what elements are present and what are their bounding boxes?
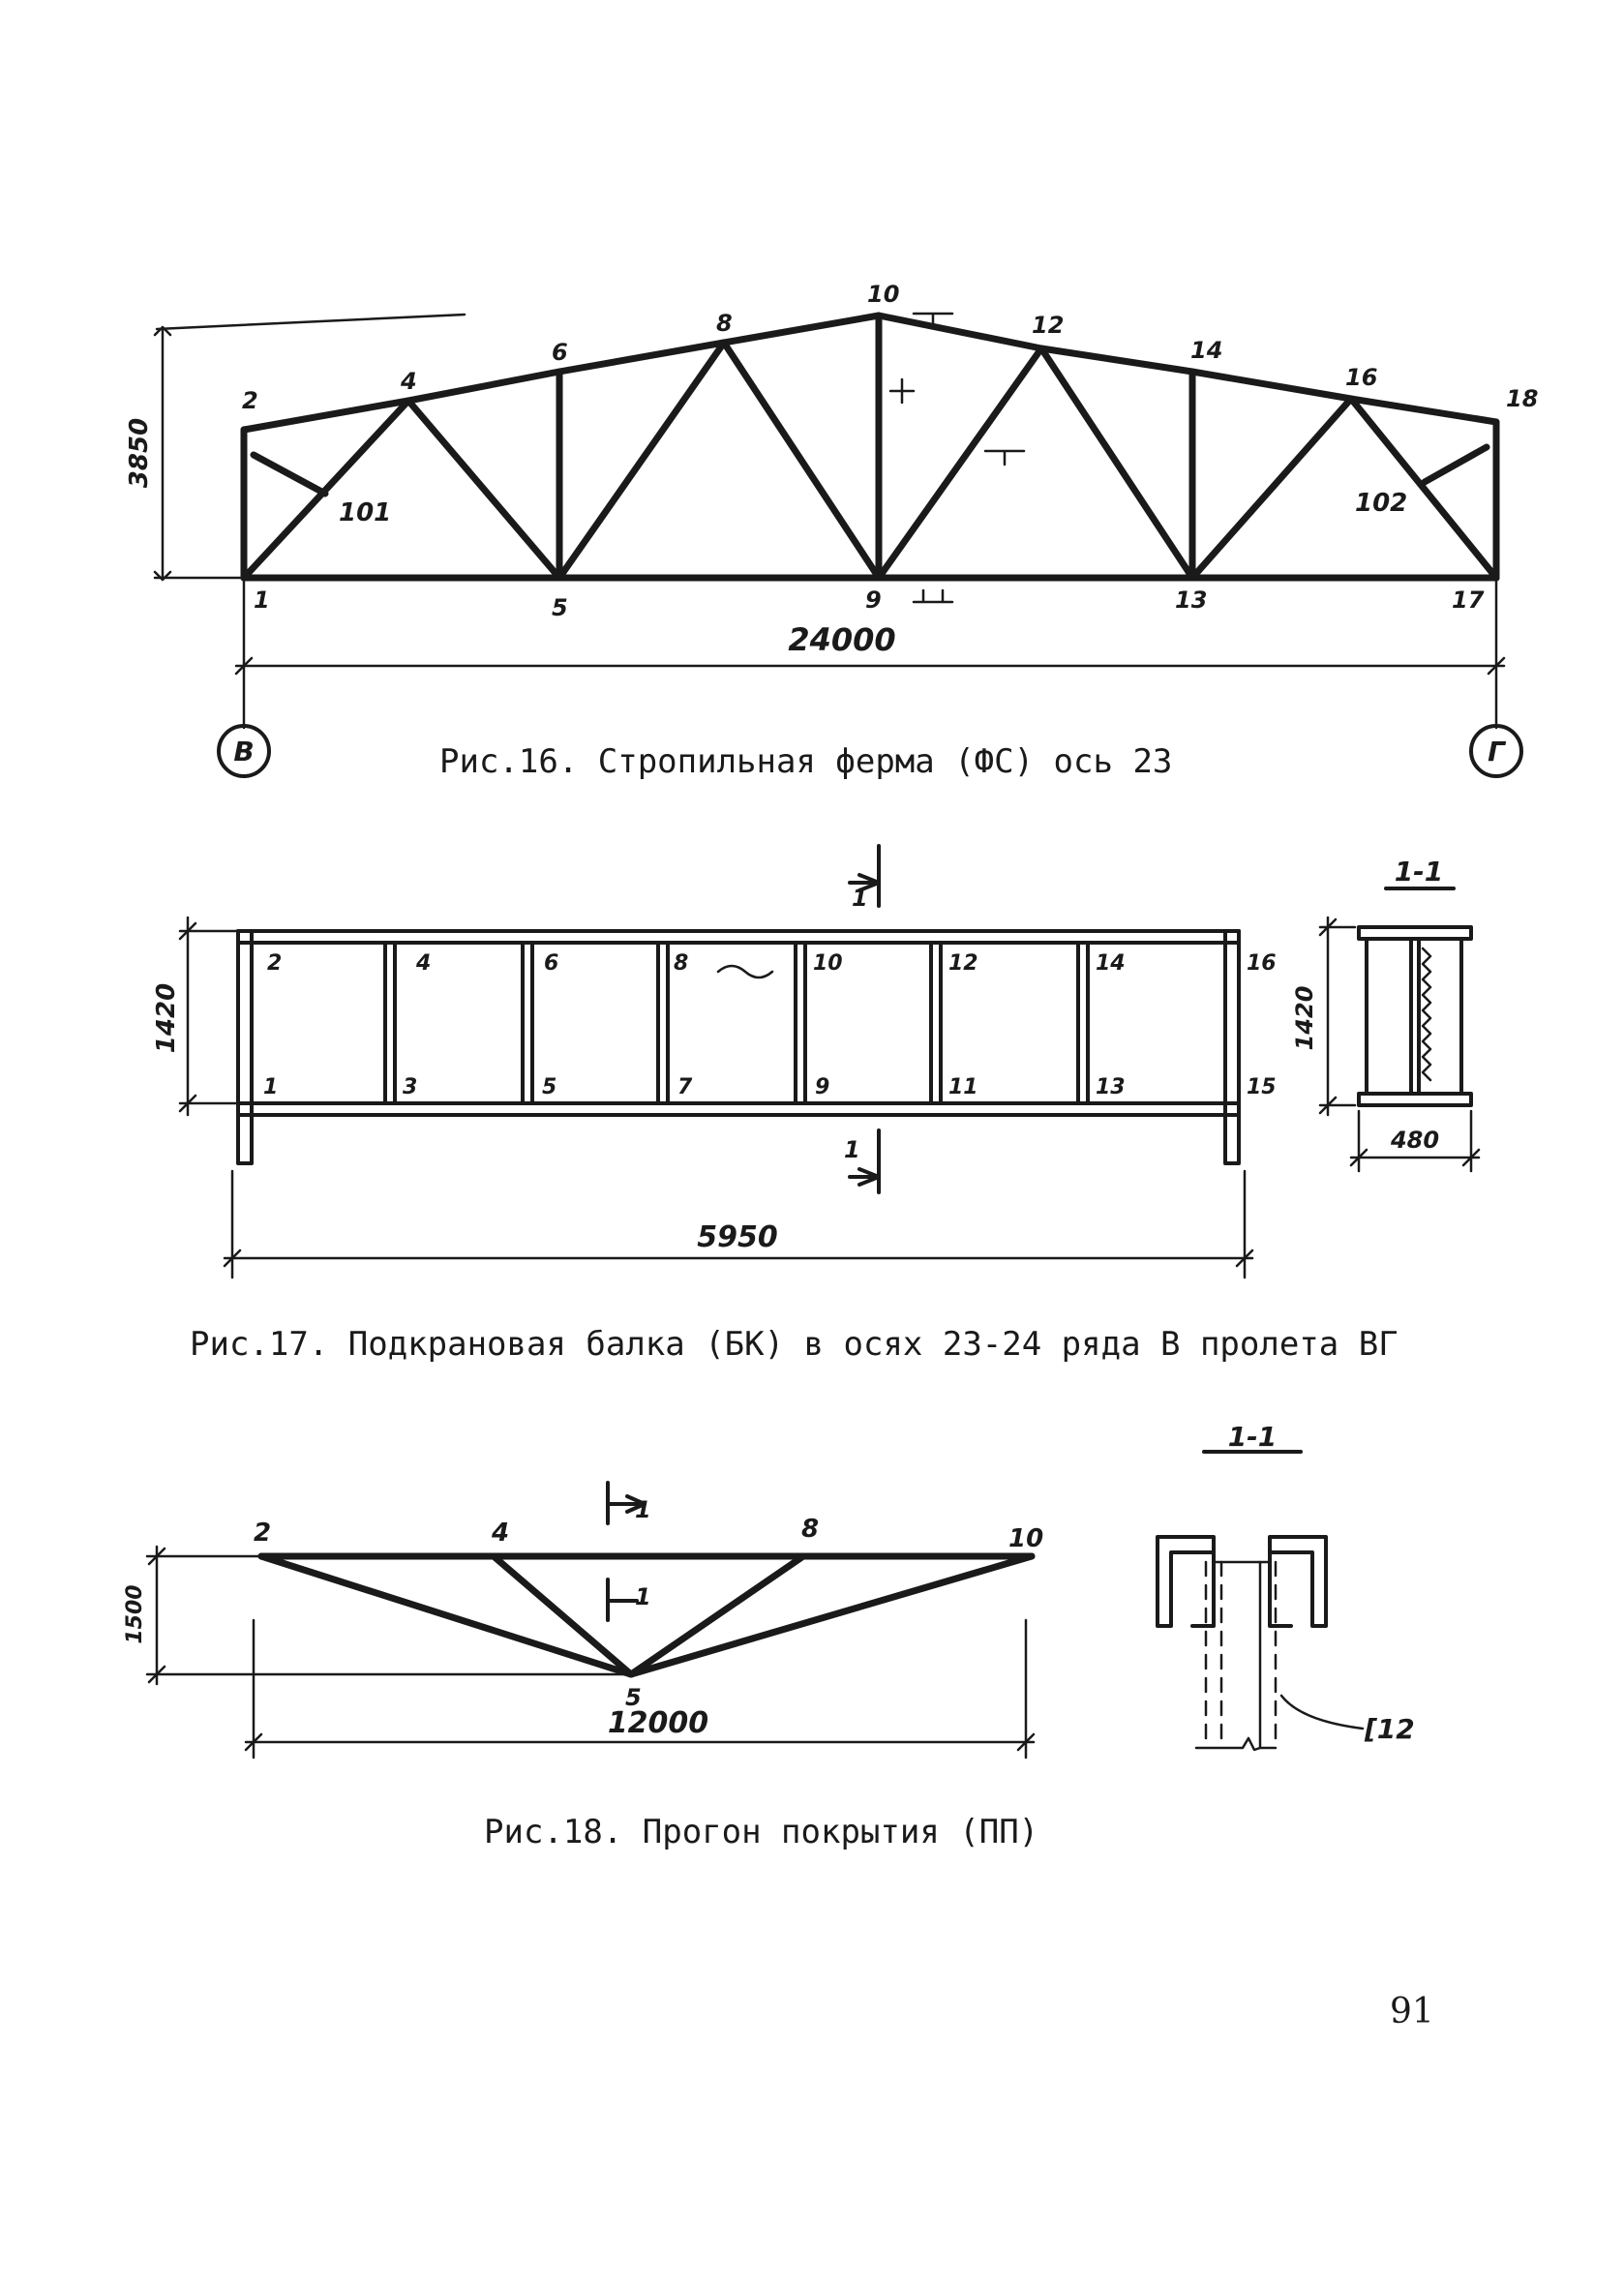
purlin-section-title: 1-1 [1228, 1421, 1278, 1453]
axis-bubble-left [217, 724, 271, 778]
purlin-span-value: 12000 [608, 1706, 708, 1740]
svg-text:14: 14 [1096, 951, 1126, 976]
beam-dimensions [178, 916, 1254, 1279]
svg-text:12: 12 [948, 951, 978, 976]
svg-text:4: 4 [415, 951, 431, 976]
beam-section-width: 480 [1390, 1127, 1439, 1154]
beam-end-post-right [1223, 929, 1241, 1165]
fig18-caption: Рис.18. Прогон покрытия (ПП) [484, 1813, 1038, 1851]
svg-text:13: 13 [1096, 1075, 1126, 1099]
beam-cross-section [1318, 887, 1481, 1173]
beam-section-cut-marks [848, 844, 881, 1194]
svg-text:5: 5 [542, 1075, 556, 1099]
svg-text:1: 1 [254, 587, 270, 614]
svg-text:17: 17 [1452, 587, 1485, 614]
svg-text:10: 10 [867, 281, 899, 308]
truss-height-dimension [153, 313, 466, 582]
beam-section-height: 1420 [1291, 986, 1318, 1051]
svg-text:16: 16 [1247, 951, 1277, 976]
svg-text:16: 16 [1345, 364, 1377, 391]
purlin-dimensions [145, 1545, 1036, 1760]
svg-text:9: 9 [815, 1075, 829, 1099]
beam-node-labels-bottom: 1 3 5 7 9 11 13 15 [263, 1075, 1277, 1099]
svg-text:8: 8 [674, 951, 688, 976]
beam-section-mark-bottom: 1 [844, 1136, 860, 1163]
svg-text:5: 5 [625, 1684, 642, 1711]
beam-section-mark-top: 1 [852, 885, 868, 912]
svg-text:3: 3 [403, 1075, 417, 1099]
truss-figure [153, 312, 1523, 778]
beam-end-post-left [236, 929, 254, 1165]
beam-node-labels-top: 2 4 6 8 10 12 14 16 [267, 951, 1277, 976]
svg-text:2: 2 [254, 1519, 271, 1548]
beam-stiffeners [383, 941, 1090, 1105]
fig17-caption: Рис.17. Подкрановая балка (БК) в осях 23… [190, 1325, 1398, 1364]
weld-symbol [716, 964, 774, 979]
svg-text:4: 4 [400, 368, 417, 395]
beam-section-title: 1-1 [1395, 856, 1444, 887]
fig16-caption: Рис.16. Стропильная ферма (ФС) ось 23 [439, 742, 1172, 781]
purlin-cross-section [1156, 1450, 1365, 1752]
purlin-section-cut-marks [606, 1481, 647, 1622]
beam-length-value: 5950 [697, 1220, 778, 1254]
svg-text:11: 11 [948, 1075, 978, 1099]
svg-text:6: 6 [552, 339, 568, 366]
axis-bubble-right [1469, 724, 1523, 778]
truss-span-value: 24000 [788, 621, 895, 658]
axis-label-right: Г [1488, 736, 1507, 767]
svg-text:10: 10 [1008, 1524, 1043, 1553]
purlin-height-value: 1500 [123, 1584, 147, 1643]
beam-height-value: 1420 [152, 983, 181, 1053]
svg-text:18: 18 [1506, 385, 1538, 412]
purlin-section-mark-top: 1 [635, 1496, 651, 1523]
svg-text:10: 10 [813, 951, 843, 976]
purlin-node-labels: 2 4 5 8 10 [254, 1515, 1043, 1711]
purlin-profile-label: [12 [1364, 1713, 1415, 1745]
svg-text:6: 6 [544, 951, 558, 976]
truss-top-chord [240, 312, 1500, 434]
truss-height-value: 3850 [125, 418, 154, 488]
axis-label-left: В [233, 736, 254, 767]
svg-text:12: 12 [1032, 312, 1064, 339]
page-number: 91 [1390, 1992, 1434, 2031]
svg-text:8: 8 [716, 310, 733, 337]
svg-text:2: 2 [242, 387, 258, 414]
svg-text:4: 4 [491, 1519, 509, 1548]
purlin-figure [145, 1450, 1365, 1760]
truss-label-102: 102 [1355, 489, 1407, 518]
svg-text:7: 7 [677, 1075, 693, 1099]
truss-label-101: 101 [339, 498, 391, 527]
section-symbols [888, 312, 1026, 604]
purlin-web [257, 1552, 1036, 1678]
svg-text:9: 9 [865, 587, 882, 614]
svg-text:2: 2 [267, 951, 282, 976]
svg-text:5: 5 [552, 594, 568, 621]
purlin-section-mark-bottom: 1 [635, 1583, 651, 1610]
crane-beam-figure [178, 844, 1481, 1279]
svg-text:1: 1 [263, 1075, 278, 1099]
svg-text:13: 13 [1175, 587, 1207, 614]
svg-text:15: 15 [1247, 1075, 1277, 1099]
svg-text:8: 8 [801, 1515, 819, 1544]
svg-text:14: 14 [1190, 337, 1222, 364]
truss-span-dimension [234, 576, 1506, 730]
truss-web [240, 312, 1500, 582]
truss-node-labels: 1 2 4 5 6 8 9 10 12 13 14 16 17 18 [242, 281, 1538, 621]
